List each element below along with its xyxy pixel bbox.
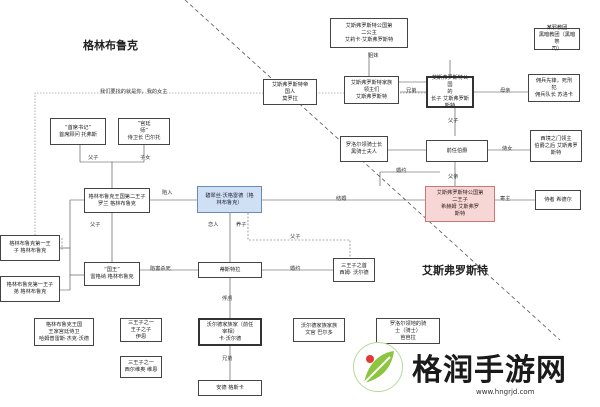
node-second-prince-ice[interactable]: 艾斯弗罗斯特公国第 二王子 希赫姆 艾斯弗罗 斯特 [425, 186, 495, 222]
node-gb-first-prince[interactable]: 格林布鲁克第一王 子 格林布鲁克 [0, 235, 60, 261]
node-former-count[interactable]: 前任伯爵 [426, 140, 488, 162]
node-ander[interactable]: 安德 格斯卡 [198, 380, 262, 396]
edge-label-queen: 恋人 [208, 222, 219, 228]
node-second-princess[interactable]: 艾斯弗罗斯特公国第 二公主 艾莉卡·艾斯弗罗斯特 [330, 18, 408, 48]
leaf-icon [363, 351, 394, 384]
node-third-prince-son[interactable]: 三王子之一 王子之子 伊恩 [120, 318, 162, 342]
edge-label-exchange: 婚约 [396, 168, 407, 174]
edge-label-husband: 兄弟 [406, 88, 417, 94]
node-guard-captain[interactable]: “宫廷 师” 侍卫长 巴尔托 [118, 118, 170, 145]
edge-label-father-1: 父子 [448, 118, 459, 124]
node-former-chancellor[interactable]: 沃尔德家族家（前任 宰相） 卡·沃尔德 [198, 318, 262, 346]
edge-label-son-gb: 父子 [88, 155, 99, 161]
watermark-text: 格润手游网 [412, 353, 567, 388]
edge-label-marry: 结婚 [336, 196, 347, 202]
edge-label-fix: 寄主 [500, 196, 511, 202]
edge-label-mother: 母亲 [500, 88, 511, 94]
edge-label-heir: 养子 [236, 222, 247, 228]
node-mercenary[interactable]: 佣兵先锋，死刑 犯 佣兵队长 苏洛卡 [528, 74, 580, 102]
node-tistra[interactable]: 蒂斯特拉 [198, 262, 262, 278]
edge-label-prisoner: 俘虏 [222, 296, 233, 302]
edge-label-son-3: 父子 [290, 234, 301, 240]
edge-label-love: 婚约 [290, 266, 301, 272]
node-eldest-son[interactable]: 艾斯弗罗斯特公国 的 长子 艾斯弗罗斯 斯特 [426, 75, 474, 109]
region-label-left: 格林布鲁克 [83, 39, 138, 52]
node-cult[interactable]: 某邪教团 黑暗教团（黑暗祭 司） [534, 25, 580, 52]
edge-label-child: 子女 [140, 155, 151, 161]
node-barbara[interactable]: 罗洛尔领地的骑 士（骑士） 芭芭拉 [376, 318, 440, 344]
edge-label-father-2: 父子 [90, 222, 101, 228]
edge-label-top-route: 我们要找的就是你，我的女主 [100, 89, 168, 95]
watermark-logo [353, 342, 403, 392]
node-civil-official[interactable]: 沃尔德家族家族 文官 巴尔多 [293, 318, 345, 342]
region-label-right: 艾斯弗罗斯特 [422, 264, 488, 277]
node-attendant[interactable]: 侍者 希德尔 [535, 190, 581, 210]
edge-label-parent: 父亲 [448, 174, 459, 180]
node-chief-advisor[interactable]: “首席书记” 首席顾问 托弗斯 [50, 118, 106, 145]
node-gb-second-prince[interactable]: 格林布鲁克王国第二王子 罗兰 格林布鲁克 [84, 188, 150, 213]
edge-label-seneschal: 侍女 [502, 146, 513, 152]
node-third-prince-lead[interactable]: 三王子之首 西姆· 沃尔德 [333, 258, 375, 282]
node-west-gate-lord[interactable]: 西境之门领主 伯爵之后 艾斯弗罗斯特 [530, 130, 582, 162]
edge-label-sister: 姐妹 [368, 53, 379, 59]
node-king[interactable]: “国王” 雷格纳 格林布鲁克 [84, 262, 140, 286]
node-royal-guard[interactable]: 格林布鲁克王国 王家宫廷侍卫 哈姆普雷斯·杰克·沃德 [34, 318, 94, 346]
watermark-url: www.hngrjd.com [476, 388, 535, 396]
node-empire-person[interactable]: 艾斯弗罗斯特帝 国人 莫罗拉 [263, 79, 317, 105]
node-knight-lady[interactable]: 罗洛尔领骑士长 黑骑士夫人 [340, 136, 388, 162]
node-beatrice[interactable]: 碧翠丝·沃格雷德（格 林布鲁克） [197, 186, 262, 213]
node-gb-first-prince-brother[interactable]: 格林布鲁克第一王子 弟 格林布鲁克 [0, 276, 60, 302]
node-ice-lords[interactable]: 艾斯弗罗斯特家族 领主们 艾斯弗罗斯特 [344, 76, 399, 104]
node-silvio[interactable]: 三王子之一 西尔维奥 维恩 [120, 356, 162, 378]
edge-label-kill: 陷害杀死 [150, 266, 171, 272]
edge-label-friend: 陷入 [162, 190, 173, 196]
edge-label-brother-2: 兄弟 [222, 356, 233, 362]
